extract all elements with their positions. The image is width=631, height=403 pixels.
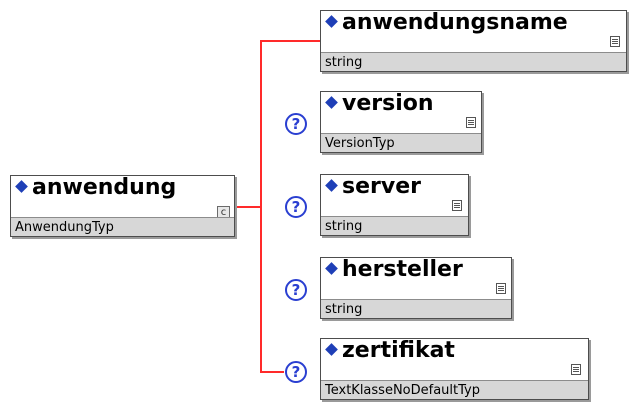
documentation-icon <box>496 283 506 294</box>
documentation-icon <box>466 117 476 128</box>
connector-to-anwendungsname <box>260 40 321 42</box>
optional-question-icon: ? <box>285 361 307 383</box>
optional-question-icon: ? <box>285 279 307 301</box>
element-name: anwendungsname <box>342 10 568 35</box>
element-type: string <box>325 55 363 70</box>
connector-to-zertifikat <box>260 371 284 373</box>
documentation-icon <box>571 364 581 375</box>
child-element-hersteller[interactable]: hersteller string <box>320 257 512 319</box>
element-name: server <box>342 174 421 199</box>
element-name: anwendung <box>32 175 177 200</box>
connector-vertical-trunk <box>260 40 262 373</box>
optional-question-icon: ? <box>285 113 307 135</box>
element-type: string <box>325 302 363 317</box>
element-name: hersteller <box>342 257 463 282</box>
element-type: TextKlasseNoDefaultTyp <box>325 383 480 398</box>
connector-root-to-branch <box>236 206 262 208</box>
documentation-icon <box>452 200 462 211</box>
element-name: version <box>342 91 434 116</box>
child-element-version[interactable]: version VersionTyp <box>320 91 482 153</box>
element-type: AnwendungTyp <box>15 220 114 235</box>
child-element-anwendungsname[interactable]: anwendungsname string <box>320 10 627 72</box>
element-name: zertifikat <box>342 338 455 363</box>
child-element-server[interactable]: server string <box>320 174 469 236</box>
element-type: VersionTyp <box>325 136 395 151</box>
child-element-zertifikat[interactable]: zertifikat TextKlasseNoDefaultTyp <box>320 338 589 400</box>
optional-question-icon: ? <box>285 196 307 218</box>
root-element-anwendung[interactable]: anwendung c AnwendungTyp <box>10 175 235 237</box>
element-type: string <box>325 219 363 234</box>
documentation-icon <box>610 36 620 47</box>
